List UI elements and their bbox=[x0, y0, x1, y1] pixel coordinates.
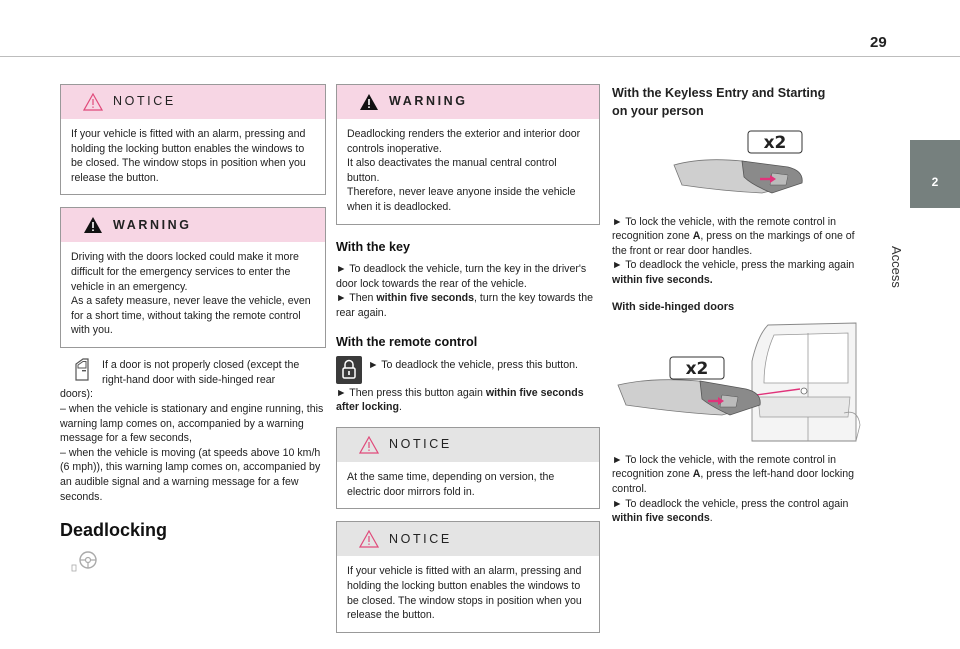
notice-body: At the same time, depending on version, … bbox=[347, 471, 555, 498]
warning-box-2: WARNING Deadlocking renders the exterior… bbox=[336, 84, 600, 225]
warning-text-3: Therefore, never leave anyone inside the… bbox=[347, 186, 576, 214]
notice-title: NOTICE bbox=[113, 94, 176, 109]
warning-text-2: As a safety measure, never leave the veh… bbox=[71, 295, 311, 337]
with-remote-heading: With the remote control bbox=[336, 335, 478, 350]
door-handle-press-icon: x2 bbox=[673, 130, 803, 193]
notice-box-header: NOTICE bbox=[337, 428, 599, 463]
notice-box-header: NOTICE bbox=[337, 522, 599, 557]
text: , press the left-hand door locking contr… bbox=[612, 468, 855, 495]
warning-body: Driving with the doors locked could make… bbox=[61, 242, 325, 347]
rear-door-illustration: x2 bbox=[612, 321, 870, 443]
door-para-item2: – when the vehicle is moving (at speeds … bbox=[60, 446, 321, 503]
chapter-tab[interactable] bbox=[910, 140, 960, 208]
keyless-heading-line2: on your person bbox=[612, 104, 704, 119]
warning-box-header: WARNING bbox=[337, 85, 599, 119]
warning-triangle-outline-icon bbox=[359, 436, 379, 454]
warning-box-header: WARNING bbox=[61, 208, 325, 243]
warning-triangle-outline-icon bbox=[83, 93, 103, 111]
notice-box-header: NOTICE bbox=[61, 85, 325, 119]
bold-text: within five seconds bbox=[376, 292, 475, 305]
rear-door-locking-icon: x2 bbox=[617, 322, 861, 442]
warning-triangle-icon bbox=[84, 217, 102, 234]
notice-body: If your vehicle is fitted with an alarm,… bbox=[71, 128, 306, 184]
door-para-item1: – when the vehicle is stationary and eng… bbox=[60, 402, 324, 445]
column-2: WARNING Deadlocking renders the exterior… bbox=[336, 84, 600, 633]
text: , turn the key towards the rear again. bbox=[336, 292, 593, 319]
text: ► To deadlock the vehicle, press the con… bbox=[612, 497, 849, 510]
with-remote-step-1: ► To deadlock the vehicle, press this bu… bbox=[336, 355, 600, 386]
notice-body: If your vehicle is fitted with an alarm,… bbox=[347, 565, 582, 622]
notice-box-1: NOTICE If your vehicle is fitted with an… bbox=[60, 84, 326, 196]
page-number: 29 bbox=[870, 34, 887, 51]
notice-box-2: NOTICE At the same time, depending on ve… bbox=[336, 427, 600, 510]
notice-box-3: NOTICE If your vehicle is fitted with an… bbox=[336, 521, 600, 633]
header-rule bbox=[0, 56, 960, 57]
x2-label: x2 bbox=[686, 359, 709, 379]
warning-text-2: It also deactivates the manual central c… bbox=[347, 157, 557, 184]
chapter-number: 2 bbox=[931, 175, 939, 189]
with-key-step-2: ► Then within five seconds, turn the key… bbox=[336, 291, 600, 320]
text: . bbox=[709, 512, 713, 525]
lock-button-icon bbox=[336, 355, 362, 384]
bold-text: within five seconds. bbox=[612, 273, 713, 286]
deadlocking-heading: Deadlocking bbox=[60, 520, 168, 541]
door-para-line2: doors): bbox=[60, 388, 93, 401]
keyless-heading-line1: With the Keyless Entry and Starting bbox=[612, 86, 826, 100]
door-warning-paragraph: If a door is not properly closed (except… bbox=[60, 358, 326, 504]
text: ► To deadlock the vehicle, press this bu… bbox=[368, 358, 578, 371]
warning-box-1: WARNING Driving with the doors locked co… bbox=[60, 207, 326, 349]
text: ► Then bbox=[336, 292, 377, 305]
text: ► To lock the vehicle, with the remote c… bbox=[612, 215, 837, 243]
bold-text: A bbox=[692, 230, 701, 243]
text: . bbox=[399, 401, 402, 414]
bold-text: within five seconds after locking bbox=[336, 386, 584, 414]
x2-label: x2 bbox=[764, 133, 787, 153]
notice-title: NOTICE bbox=[389, 437, 452, 452]
warning-title: WARNING bbox=[389, 94, 468, 109]
side-hinged-step-2: ► To deadlock the vehicle, press the con… bbox=[612, 497, 870, 526]
bold-text: A bbox=[692, 468, 701, 481]
warning-triangle-icon bbox=[360, 94, 378, 110]
keyless-heading: With the Keyless Entry and Starting on y… bbox=[612, 84, 870, 121]
keyless-step-2: ► To deadlock the vehicle, press the mar… bbox=[612, 258, 870, 287]
text: , press on the markings of one of the fr… bbox=[612, 230, 855, 257]
warning-body: Deadlocking renders the exterior and int… bbox=[337, 119, 599, 224]
chapter-label: Access bbox=[889, 246, 904, 288]
door-para-line1: If a door is not properly closed (except… bbox=[102, 359, 300, 386]
warning-triangle-outline-icon bbox=[359, 530, 379, 548]
column-1: NOTICE If your vehicle is fitted with an… bbox=[60, 84, 326, 573]
with-key-step-1: ► To deadlock the vehicle, turn the key … bbox=[336, 263, 587, 290]
warning-title: WARNING bbox=[113, 217, 192, 232]
side-hinged-heading: With side-hinged doors bbox=[612, 300, 735, 313]
warning-text-1: Driving with the doors locked could make… bbox=[71, 251, 299, 293]
steering-wheel-icon bbox=[71, 551, 97, 572]
with-key-heading: With the key bbox=[336, 239, 411, 254]
column-3: With the Keyless Entry and Starting on y… bbox=[612, 84, 870, 526]
text: ► To lock the vehicle, with the remote c… bbox=[612, 453, 837, 481]
side-hinged-step-1: ► To lock the vehicle, with the remote c… bbox=[612, 453, 870, 497]
keyless-step-1: ► To lock the vehicle, with the remote c… bbox=[612, 215, 870, 259]
bold-text: within five seconds bbox=[612, 512, 710, 525]
notice-title: NOTICE bbox=[389, 531, 452, 546]
text: ► Then press this button again bbox=[336, 386, 486, 399]
door-open-warning-lamp-icon bbox=[75, 358, 89, 381]
door-handle-illustration-1: x2 bbox=[612, 127, 870, 205]
with-remote-step-2: ► Then press this button again within fi… bbox=[336, 386, 600, 415]
warning-text-1: Deadlocking renders the exterior and int… bbox=[347, 128, 581, 155]
text: ► To deadlock the vehicle, press the mar… bbox=[612, 259, 855, 272]
